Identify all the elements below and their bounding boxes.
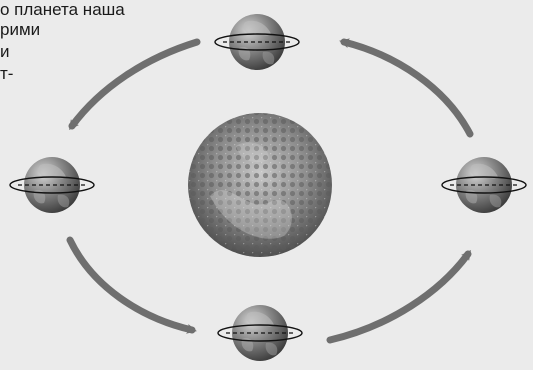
- arrow-top-left: [72, 42, 197, 126]
- earth-right: [442, 157, 526, 213]
- earth-top: [215, 14, 299, 70]
- earth-bottom: [218, 305, 302, 361]
- arrow-left-bottom: [70, 240, 192, 330]
- arrow-right-top: [344, 42, 470, 134]
- earth-left: [10, 157, 94, 213]
- arrow-bottom-right: [330, 254, 468, 340]
- sun: [188, 113, 332, 257]
